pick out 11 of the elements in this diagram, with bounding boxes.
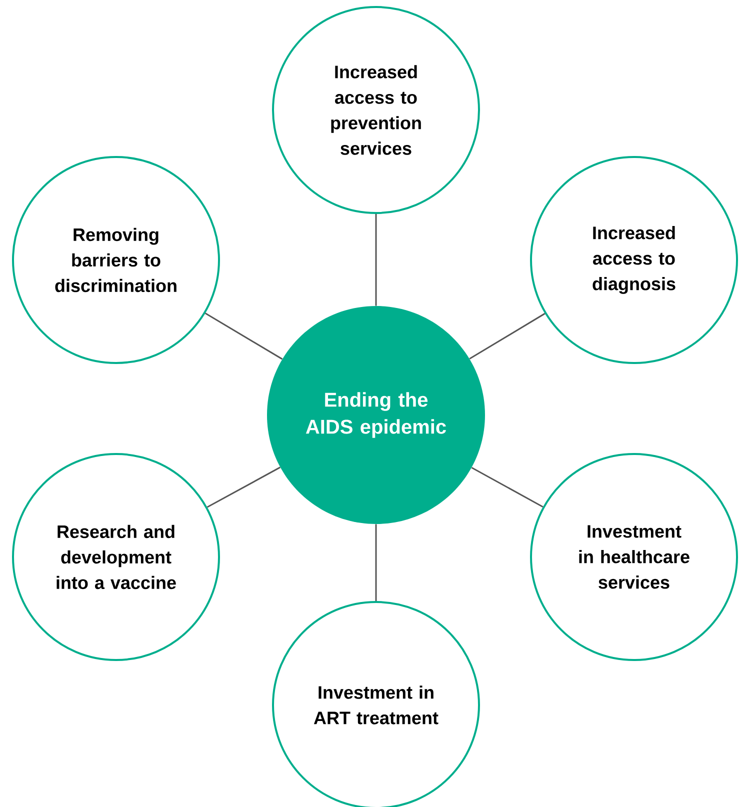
circle-node: Increased access to diagnosis <box>530 156 738 364</box>
connector-line <box>471 467 544 508</box>
circle-node: Removing barriers to discrimination <box>12 156 220 364</box>
circle-node: Increased access to prevention services <box>272 6 480 214</box>
connector-line <box>375 524 377 601</box>
circle-node: Investment in healthcare services <box>530 453 738 661</box>
connector-line <box>204 312 283 360</box>
circle-node: Research and development into a vaccine <box>12 453 220 661</box>
connector-line <box>469 312 546 360</box>
connector-line <box>375 214 377 306</box>
connector-line <box>206 466 281 508</box>
